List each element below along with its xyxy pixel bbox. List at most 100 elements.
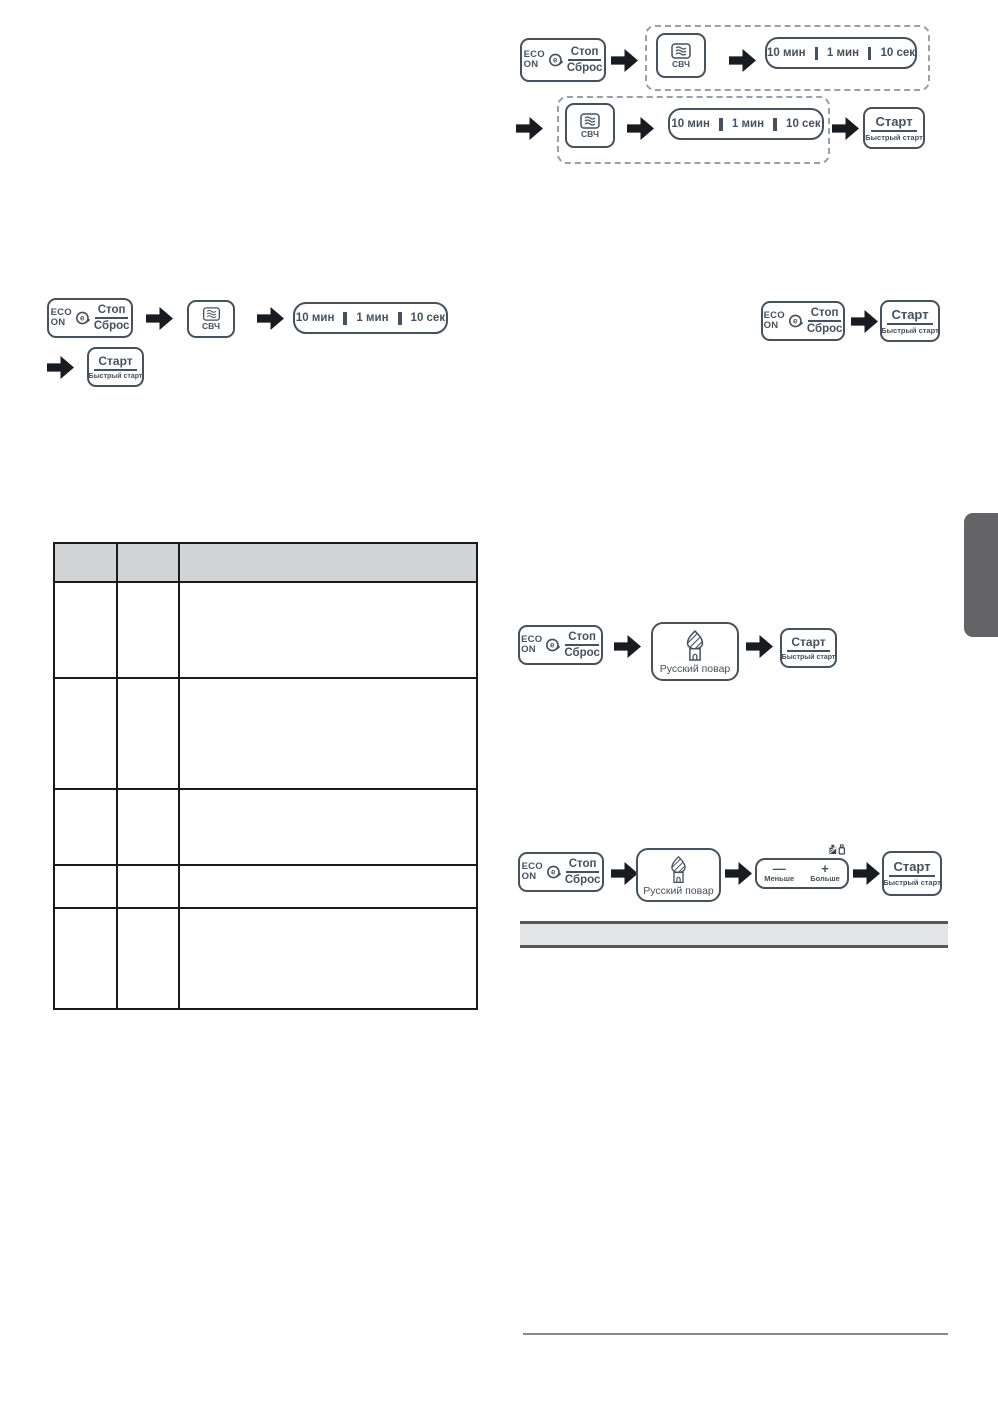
- microwave-waves-icon: [671, 42, 691, 59]
- arrow-icon: [853, 862, 880, 885]
- stop-reset-label: Стоп Сброс: [565, 857, 601, 887]
- eco-on-label: ECO ON: [521, 635, 542, 655]
- microwave-label: СВЧ: [672, 58, 690, 69]
- more-label: Больше: [810, 874, 840, 883]
- eco-power-icon: e: [548, 52, 564, 68]
- key-10sec: 10 сек: [786, 118, 821, 130]
- arrow-icon: [146, 307, 173, 330]
- table-cell: [55, 679, 118, 790]
- stop-reset-label: Стоп Сброс: [807, 306, 843, 336]
- eco-stop-reset-button: ECO ON e Стоп Сброс: [47, 298, 133, 338]
- svg-text:e: e: [80, 314, 85, 323]
- separator-bar: [868, 46, 872, 60]
- eco-label: ECO: [523, 49, 545, 60]
- russian-chef-label: Русский повар: [643, 884, 714, 897]
- portion-less: — Меньше: [764, 862, 795, 884]
- stop-label: Стоп: [567, 45, 602, 61]
- table-cell: [180, 790, 476, 866]
- arrow-icon: [614, 635, 641, 658]
- eco-label: ECO: [763, 310, 785, 321]
- separator-bar: [718, 117, 723, 131]
- start-label: Старт: [889, 860, 935, 877]
- portion-less-more-button: — Меньше + Больше: [755, 858, 849, 889]
- start-label: Старт: [887, 307, 933, 325]
- reset-label: Сброс: [564, 647, 600, 659]
- on-label: ON: [763, 320, 779, 331]
- microwave-button: СВЧ: [565, 103, 615, 148]
- page-edge-tab: [964, 513, 998, 637]
- arrow-icon: [611, 49, 638, 72]
- eco-power-icon: e: [545, 637, 561, 653]
- start-button: Старт Быстрый старт: [863, 107, 925, 149]
- svg-text:e: e: [551, 868, 556, 877]
- stop-label: Стоп: [807, 306, 842, 322]
- eco-stop-reset-button: ECO ON e Стоп Сброс: [518, 852, 604, 892]
- table-cell: [55, 583, 118, 679]
- portion-more: + Больше: [810, 861, 840, 884]
- arrow-icon: [611, 862, 638, 885]
- microwave-button: СВЧ: [187, 300, 235, 338]
- table-cell: [180, 583, 476, 679]
- eco-label: ECO: [521, 861, 543, 872]
- separator-bar: [773, 117, 778, 131]
- eco-label: ECO: [50, 307, 72, 318]
- start-button: Старт Быстрый старт: [87, 347, 144, 387]
- key-1min: 1 мин: [356, 312, 389, 324]
- table-header-cell: [55, 544, 118, 583]
- reset-label: Сброс: [806, 323, 843, 335]
- time-keys-panel: 10 мин 1 мин 10 сек: [293, 302, 448, 334]
- eco-stop-reset-button: ECO ON e Стоп Сброс: [520, 38, 606, 82]
- table-header-cell: [180, 544, 476, 583]
- separator-bar: [397, 311, 402, 325]
- table-cell: [118, 583, 180, 679]
- table-cell: [180, 866, 476, 909]
- eco-label: ECO: [521, 634, 543, 645]
- eco-on-label: ECO ON: [764, 311, 785, 331]
- arrow-icon: [725, 862, 752, 885]
- plus-icon: +: [821, 861, 829, 876]
- table-header-cell: [118, 544, 180, 583]
- russian-chef-house-icon: [666, 855, 691, 884]
- key-10sec: 10 сек: [410, 312, 446, 324]
- grouping-dashed-box: [557, 96, 830, 164]
- reset-label: Сброс: [93, 320, 130, 332]
- arrow-icon: [516, 117, 543, 140]
- key-1min: 1 мин: [731, 118, 765, 130]
- quick-start-label: Быстрый старт: [88, 372, 143, 380]
- key-1min: 1 мин: [826, 47, 860, 59]
- table-cell: [55, 790, 118, 866]
- time-keys-panel: 10 мин 1 мин 10 сек: [668, 108, 824, 140]
- key-10min: 10 мин: [295, 312, 335, 324]
- russian-chef-button: Русский повар: [651, 622, 739, 681]
- russian-chef-house-icon: [681, 630, 709, 662]
- less-label: Меньше: [764, 874, 795, 883]
- svg-text:e: e: [553, 56, 558, 65]
- arrow-icon: [832, 117, 859, 140]
- footer-divider: [523, 1333, 948, 1335]
- separator-bar: [814, 46, 818, 60]
- table-cell: [55, 909, 118, 1008]
- section-header-band: [520, 921, 948, 948]
- key-10min: 10 мин: [671, 118, 710, 130]
- microwave-label: СВЧ: [581, 128, 599, 139]
- table-cell: [180, 909, 476, 1008]
- stop-reset-label: Стоп Сброс: [567, 45, 603, 75]
- stop-reset-label: Стоп Сброс: [564, 630, 600, 660]
- reset-label: Сброс: [564, 874, 601, 886]
- on-label: ON: [50, 317, 66, 328]
- settings-table: [53, 542, 478, 1010]
- microwave-waves-icon: [580, 112, 600, 129]
- key-10min: 10 мин: [767, 47, 806, 59]
- eco-power-icon: e: [546, 864, 562, 880]
- start-label: Старт: [94, 354, 137, 371]
- eco-power-icon: e: [75, 310, 91, 326]
- svg-text:e: e: [550, 641, 555, 650]
- russian-chef-button: Русский повар: [636, 848, 721, 902]
- quick-start-label: Быстрый старт: [881, 325, 939, 335]
- start-label: Старт: [871, 114, 917, 132]
- table-cell: [118, 866, 180, 909]
- eco-on-label: ECO ON: [524, 50, 545, 70]
- table-cell: [118, 909, 180, 1008]
- time-keys-panel: 10 мин 1 мин 10 сек: [765, 37, 917, 69]
- start-button: Старт Быстрый старт: [882, 851, 942, 896]
